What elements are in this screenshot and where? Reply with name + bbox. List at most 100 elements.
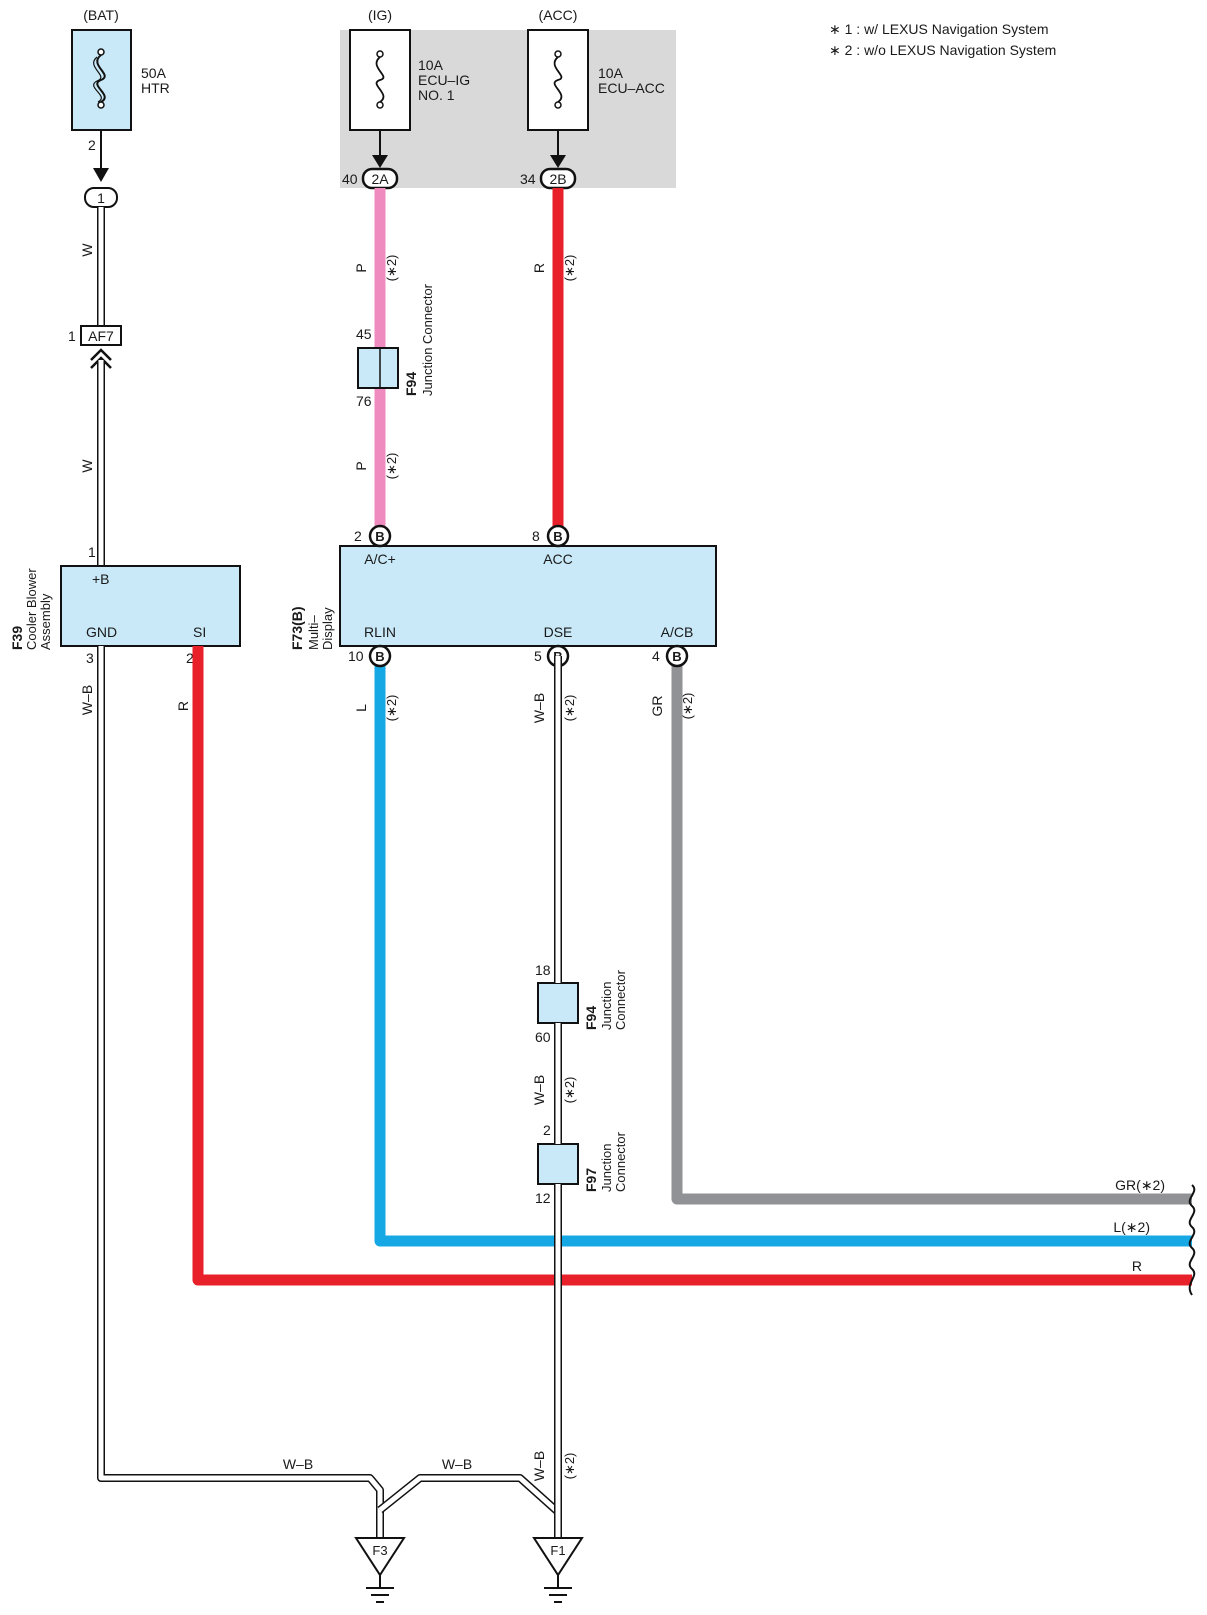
f97-pin-in: 2 — [543, 1122, 551, 1138]
f73-pin-acc-label: ACC — [543, 551, 573, 567]
connector-2a-pin: 40 — [342, 171, 358, 187]
wire-gr-note: (∗2) — [680, 693, 695, 720]
f73-pin-acb-num: 4 — [652, 648, 660, 664]
f94-top-name: Junction Connector — [420, 283, 435, 396]
wire-r-end-label: R — [1132, 1258, 1142, 1274]
fuse-ecu-ig-symbol — [375, 50, 385, 109]
f73-pin-ac-num: 2 — [354, 528, 362, 544]
f73-id: F73(B) — [289, 606, 305, 650]
f39-cooler-blower-box — [60, 565, 241, 647]
wire-w-upper-label: W — [79, 243, 95, 257]
fuse-htr-amp: 50A — [141, 65, 167, 81]
fuse-ecu-ig-arrow — [372, 155, 388, 168]
wire-gr-end-label: GR(∗2) — [1115, 1177, 1165, 1193]
f97-name-1: Junction — [599, 1144, 614, 1192]
f97-junction-box — [537, 1143, 579, 1185]
f94-bottom-junction-box — [537, 982, 579, 1024]
f73-pin-ac-conn: B — [375, 529, 384, 544]
f73-pin-acb-label: A/CB — [661, 624, 694, 640]
f73-pin-acc-num: 8 — [532, 528, 540, 544]
ground-f3-label: F3 — [372, 1543, 387, 1558]
wire-wb-cross-link — [377, 1474, 561, 1515]
f73-pin-ac-circle — [368, 524, 392, 548]
fuse-ecu-acc-name: ECU–ACC — [598, 80, 665, 96]
f73-name-2: Display — [320, 607, 335, 650]
fuse-htr-pin: 2 — [88, 137, 96, 153]
wire-break-mark — [1188, 1184, 1196, 1296]
wire-w-lower-label: W — [79, 459, 95, 473]
wire-wb-dse-label: W–B — [531, 693, 547, 723]
wire-wb-f39-label: W–B — [79, 685, 95, 715]
wire-l-end-label: L(∗2) — [1113, 1219, 1150, 1235]
wire-r-si — [192, 646, 1192, 1286]
f97-name-2: Connector — [613, 1131, 628, 1192]
legend-note-2: ∗ 2 : w/o LEXUS Navigation System — [829, 42, 1056, 58]
wire-l-blue — [374, 656, 1192, 1247]
wire-p-upper-label: P — [353, 263, 369, 272]
f39-pin-b-num: 1 — [88, 544, 96, 560]
wire-wb-cross-label: W–B — [442, 1456, 472, 1472]
f97-pin-out: 12 — [535, 1190, 551, 1206]
f73-pin-acc-circle — [546, 524, 570, 548]
f73-pin-rlin-label: RLIN — [364, 624, 396, 640]
connector-2b-label: 2B — [549, 171, 566, 187]
wire-wb-bottom-right-label: W–B — [531, 1451, 547, 1481]
f94-top-id: F94 — [403, 372, 419, 396]
fuse-ecu-ig-name-2: NO. 1 — [418, 87, 455, 103]
f39-pin-gnd-label: GND — [86, 624, 117, 640]
wire-gr-gray — [671, 656, 1192, 1205]
wire-wb-mid-label: W–B — [531, 1075, 547, 1105]
wire-r-si-label: R — [175, 701, 191, 711]
f94-top-junction-box — [357, 347, 399, 389]
fuse-ecu-acc-amp: 10A — [598, 65, 624, 81]
f73-pin-acb-circle — [665, 644, 689, 668]
f39-pin-b-label: +B — [92, 571, 110, 587]
wire-l-note: (∗2) — [384, 695, 399, 722]
f73-pin-acc-conn: B — [553, 529, 562, 544]
f39-name-2: Assembly — [38, 593, 53, 650]
wire-p-upper-note: (∗2) — [384, 255, 399, 282]
f39-name-1: Cooler Blower — [24, 568, 39, 650]
f94-bottom-name-1: Junction — [599, 982, 614, 1030]
connector-2a-label: 2A — [371, 171, 389, 187]
fuse-ecu-acc-symbol — [553, 50, 563, 109]
wire-wb-dse-note: (∗2) — [562, 695, 577, 722]
wire-r-acc-note: (∗2) — [562, 255, 577, 282]
f39-pin-si-label: SI — [193, 624, 206, 640]
fuse-ecu-acc-arrow — [550, 155, 566, 168]
f73-pin-acb-conn: B — [672, 649, 681, 664]
f73-name-1: Multi– — [306, 615, 321, 650]
fuse-htr-symbol — [93, 48, 106, 109]
source-acc-label: (ACC) — [539, 7, 578, 23]
wire-r-acc-label: R — [531, 263, 547, 273]
fuse-htr-arrow — [93, 168, 109, 182]
fuse-htr-name: HTR — [141, 80, 170, 96]
f39-pin-gnd-num: 3 — [86, 650, 94, 666]
fuse-ecu-ig-name-1: ECU–IG — [418, 72, 470, 88]
f94-top-pin-out: 76 — [356, 393, 372, 409]
source-bat-label: (BAT) — [83, 7, 119, 23]
ground-f1-label: F1 — [550, 1543, 565, 1558]
wire-p-lower-note: (∗2) — [384, 453, 399, 480]
wire-wb-bottom-right-note: (∗2) — [562, 1453, 577, 1480]
f94-bottom-pin-in: 18 — [535, 962, 551, 978]
wire-gr-label: GR — [649, 696, 665, 717]
f94-top-pin-in: 45 — [356, 326, 372, 342]
connector-2b-pin: 34 — [520, 171, 536, 187]
ground-f1 — [532, 1537, 584, 1603]
f94-bottom-name-2: Connector — [613, 969, 628, 1030]
wire-wb-mid-note: (∗2) — [562, 1077, 577, 1104]
f73-pin-rlin-num: 10 — [348, 648, 364, 664]
connector-af7-label: AF7 — [88, 328, 114, 344]
wire-wb-f39-gnd — [97, 646, 384, 1538]
f73-pin-rlin-conn: B — [375, 649, 384, 664]
f73-pin-dse-num: 5 — [534, 648, 542, 664]
fuse-ecu-ig-amp: 10A — [418, 57, 444, 73]
f73-pin-rlin-circle — [368, 644, 392, 668]
f73-multi-display-box — [339, 545, 717, 647]
f97-id: F97 — [583, 1168, 599, 1192]
f39-pin-si-num: 2 — [186, 650, 194, 666]
connector-1-label: 1 — [97, 190, 105, 206]
connector-af7-pin: 1 — [68, 328, 76, 344]
